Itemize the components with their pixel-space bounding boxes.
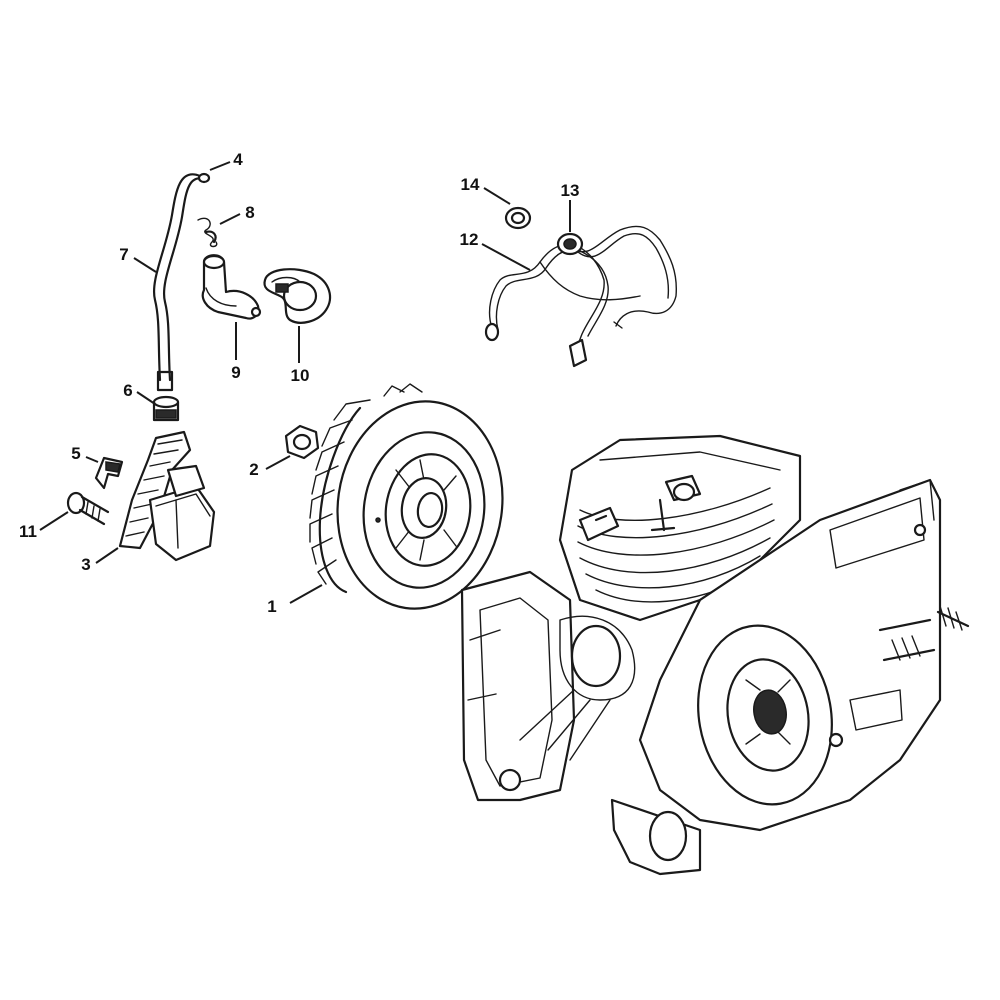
leader-11 — [39, 511, 69, 531]
callout-8: 8 — [245, 203, 254, 222]
harness-grommet-part — [556, 232, 584, 256]
leader-3 — [95, 547, 119, 564]
callout-3: 3 — [81, 555, 90, 574]
nut-part — [284, 424, 320, 460]
leader-5 — [85, 456, 99, 463]
leader-14 — [483, 187, 511, 205]
engine-assembly — [460, 434, 970, 876]
wiring-harness-part — [484, 225, 677, 368]
ignition-module-part — [118, 430, 216, 562]
sleeve-part — [504, 206, 532, 230]
spark-plug-boot-part — [201, 254, 262, 320]
callout-6: 6 — [123, 381, 132, 400]
callout-4: 4 — [233, 150, 243, 169]
leader-1 — [289, 584, 323, 604]
callout-7: 7 — [119, 245, 128, 264]
callout-10: 10 — [291, 366, 310, 385]
leader-4 — [209, 161, 231, 171]
leader-2 — [265, 455, 291, 470]
callout-12: 12 — [460, 230, 479, 249]
leader-8 — [219, 213, 241, 225]
spring-part — [197, 217, 218, 248]
callout-leaders — [39, 161, 571, 604]
grommet-part — [152, 395, 180, 422]
callout-1: 1 — [267, 597, 276, 616]
callout-13: 13 — [561, 181, 580, 200]
callout-11: 11 — [19, 522, 37, 541]
ignition-lead-part — [152, 172, 211, 392]
leader-7 — [133, 257, 157, 273]
flywheel-part — [309, 383, 504, 610]
screw-part — [66, 491, 110, 526]
clip-part — [94, 456, 124, 490]
callout-14: 14 — [461, 175, 480, 194]
callout-5: 5 — [71, 444, 80, 463]
callout-9: 9 — [231, 363, 240, 382]
callout-2: 2 — [249, 460, 258, 479]
leader-12 — [481, 243, 531, 271]
leader-6 — [136, 391, 156, 405]
callout-labels: 1 2 3 4 5 6 7 8 9 10 11 12 13 14 — [19, 150, 579, 616]
cover-cap-part — [263, 268, 332, 324]
